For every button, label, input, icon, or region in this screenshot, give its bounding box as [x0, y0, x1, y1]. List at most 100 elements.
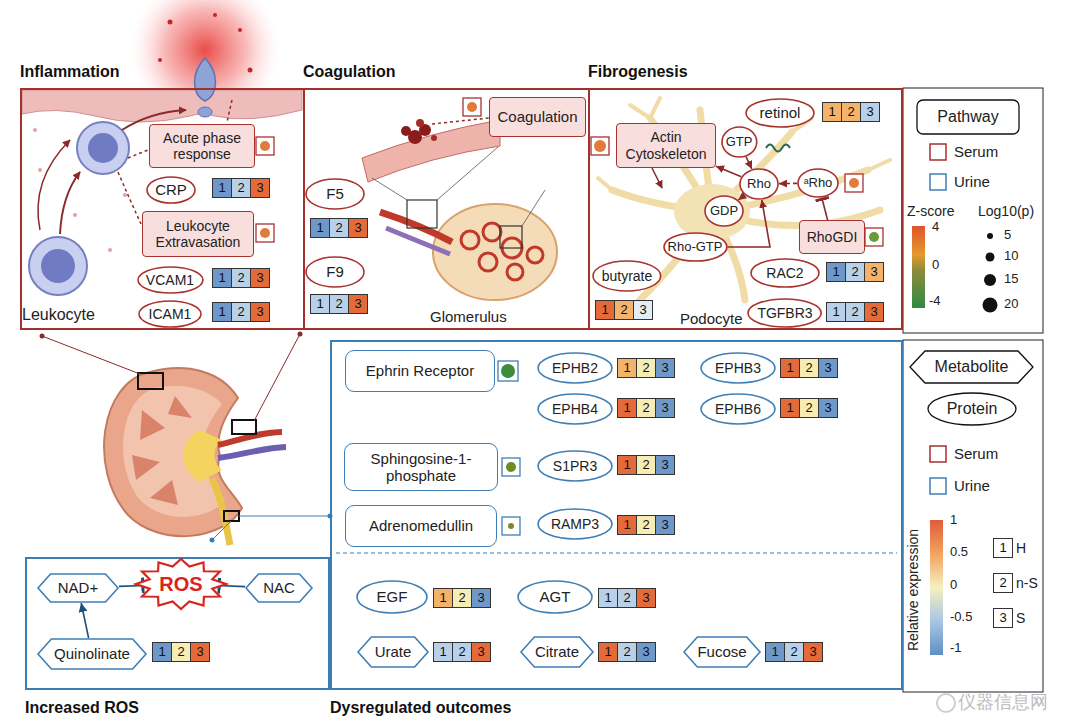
annotation: 20	[1004, 297, 1018, 312]
legend-label: Serum	[954, 143, 1024, 161]
node-label: Citrate	[535, 643, 579, 660]
heatmap-cell: 3	[655, 515, 675, 535]
heatmap-cell: 3	[803, 642, 823, 662]
heatmap-cell: 1	[598, 642, 618, 662]
pathway-panel: InflammationAcute phase responseCRPLeuko…	[20, 88, 305, 330]
legend-frame	[903, 88, 1043, 712]
protein-ellipse: AGT	[517, 580, 593, 614]
annotation: Leukocyte	[22, 306, 95, 324]
heatmap-cell: 2	[636, 515, 656, 535]
annotation: Relative expression	[905, 529, 921, 651]
protein-ellipse: F9	[305, 256, 365, 288]
heatmap-cell: 3	[471, 642, 491, 662]
heatmap-cell: 1	[826, 262, 846, 282]
heatmap-cell: 3	[250, 178, 270, 198]
heatmap-cell: 3	[860, 102, 880, 122]
node-label: Ephrin Receptor	[366, 362, 474, 379]
heatmap-cell: 2	[636, 455, 656, 475]
annotation: Log10(p)	[978, 203, 1034, 219]
node-label: EGF	[377, 588, 408, 605]
molecule-circle: GTP	[721, 126, 758, 158]
annotation: -4	[929, 294, 941, 309]
node-label: ᵃRho	[804, 176, 833, 191]
annotation: Podocyte	[680, 310, 743, 327]
node-label: NAD+	[58, 579, 98, 596]
metabolite-hexagon: NAD+	[37, 573, 119, 603]
heatmap-cell: 2	[845, 262, 865, 282]
metabolite-hexagon: Fucose	[683, 636, 761, 668]
heatmap-cell: 3	[655, 398, 675, 418]
protein-ellipse: ICAM1	[138, 300, 202, 328]
heatmap-cell: 3	[655, 358, 675, 378]
molecule-circle: ᵃRho	[797, 168, 839, 198]
node-label: ICAM1	[149, 306, 192, 322]
heatmap-cell: 1	[822, 102, 842, 122]
pathway-box: Acute phase response	[149, 124, 255, 168]
protein-ellipse: EPHB2	[537, 352, 613, 384]
heatmap-cell: 3	[250, 268, 270, 288]
protein-ellipse: EPHB6	[700, 393, 776, 425]
annotation: 0	[950, 578, 957, 593]
heatmap-cell: 1	[310, 218, 330, 238]
heatmap-cell: 3	[190, 642, 210, 662]
heatmap-cell: 1	[826, 302, 846, 322]
heatmap-cell: 2	[231, 302, 251, 322]
protein-ellipse: RAMP3	[537, 508, 613, 540]
heatmap-cell: 1	[617, 358, 637, 378]
node-label: EPHB3	[715, 360, 761, 376]
protein-ellipse: EPHB4	[537, 393, 613, 425]
heatmap-cell: 3	[348, 218, 368, 238]
heatmap-cell: 1	[617, 398, 637, 418]
node-label: Acute phase response	[156, 130, 248, 162]
heatmap-cell: 2	[784, 642, 804, 662]
protein-ellipse: retinol	[745, 98, 815, 128]
panel-heading: Coagulation	[303, 63, 395, 81]
panel-heading: Dysregulated outcomes	[330, 699, 511, 717]
heatmap-cell: 1	[598, 588, 618, 608]
node-label: ROS	[159, 573, 202, 596]
heatmap-cell: 1	[617, 455, 637, 475]
heatmap-cell: 3	[348, 294, 368, 314]
group-number: 2	[993, 573, 1013, 593]
protein-ellipse: butyrate	[592, 260, 662, 292]
annotation: 0.5	[950, 545, 968, 560]
significance-dots	[256, 98, 883, 535]
pathway-box: Ephrin Receptor	[345, 350, 495, 392]
legend-label: n-S	[1016, 573, 1042, 593]
annotation: 4	[932, 220, 939, 235]
panel-heading: Fibrogenesis	[588, 63, 688, 81]
heatmap-cell: 2	[636, 358, 656, 378]
legend-label: Metabolite	[909, 351, 1034, 383]
heatmap-cell: 1	[212, 178, 232, 198]
node-label: F9	[326, 263, 344, 280]
annotation: Z-score	[907, 203, 954, 219]
metabolite-hexagon: Citrate	[520, 636, 594, 668]
node-label: Fucose	[697, 643, 746, 660]
panel-heading: Inflammation	[20, 63, 120, 81]
node-label: RAMP3	[551, 516, 599, 532]
group-number: 3	[993, 608, 1013, 628]
metabolite-hexagon: Quinolinate	[37, 638, 147, 670]
heatmap-cell: 1	[433, 588, 453, 608]
node-label: NAC	[263, 579, 295, 596]
heatmap-cell: 1	[310, 294, 330, 314]
node-label: retinol	[760, 104, 801, 121]
heatmap-cell: 3	[864, 262, 884, 282]
heatmap-cell: 2	[231, 178, 251, 198]
heatmap-cell: 2	[799, 358, 819, 378]
annotation: 0	[932, 258, 939, 273]
heatmap-cell: 2	[617, 642, 637, 662]
squiggle	[766, 145, 790, 152]
arrow-connector	[779, 183, 797, 185]
node-label: VCAM1	[146, 272, 194, 288]
node-label: Urate	[375, 643, 412, 660]
heatmap-cell: 2	[636, 398, 656, 418]
annotation: 10	[1004, 249, 1018, 264]
heatmap-cell: 3	[471, 588, 491, 608]
node-label: Rho-GTP	[668, 240, 723, 255]
group-number: 1	[993, 538, 1013, 558]
heatmap-cell: 3	[655, 455, 675, 475]
heatmap-cell: 1	[765, 642, 785, 662]
heatmap-cell: 3	[818, 398, 838, 418]
legend-label: S	[1016, 608, 1042, 628]
